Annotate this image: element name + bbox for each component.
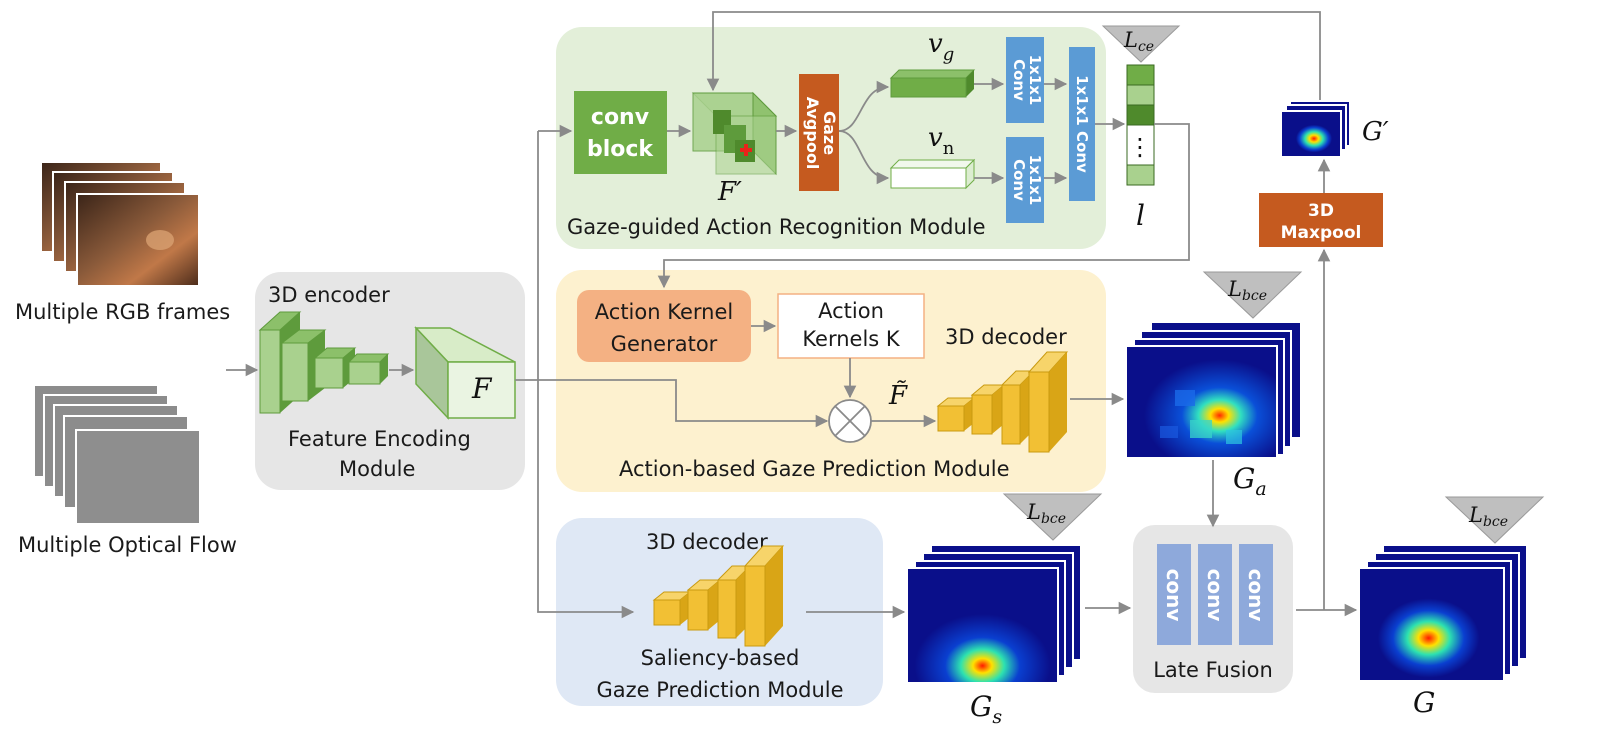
feature-cube <box>414 326 516 420</box>
gaze-avgpool-label-1: Gaze <box>820 111 839 155</box>
ga-heatmap-stack <box>1125 321 1302 459</box>
logit-symbol: l <box>1136 199 1145 232</box>
saliency-decoder-label: 3D decoder <box>646 530 768 554</box>
gs-symbol: Gs <box>970 690 1002 728</box>
conv-1x1x1-lower-label-2: Conv <box>1010 159 1028 201</box>
feature-encoding-panel <box>255 272 525 490</box>
gaze-action-module-label: Gaze-guided Action Recognition Module <box>567 215 986 239</box>
connectors <box>226 11 1358 619</box>
action-gaze-module-label: Action-based Gaze Prediction Module <box>619 457 1010 481</box>
optical-flow-label: Multiple Optical Flow <box>18 533 237 557</box>
loss-bce-symbol-g: Lbce <box>1468 503 1508 530</box>
feature-symbol: F <box>471 372 493 405</box>
saliency-decoder-blocks <box>652 545 785 647</box>
gs-heatmap-stack <box>906 544 1082 684</box>
conv-1x1x1-merge-label: 1x1x1 Conv <box>1073 75 1091 173</box>
action-kernel-generator-label-1: Action Kernel <box>595 300 733 324</box>
fusion-conv-1-label: conv <box>1162 569 1186 622</box>
encoder-label: 3D encoder <box>268 283 390 307</box>
logit-vector <box>1126 64 1155 186</box>
conv-1x1x1-upper <box>1006 37 1044 123</box>
conv-1x1x1-lower <box>1006 137 1044 223</box>
late-fusion-label: Late Fusion <box>1153 658 1273 682</box>
fusion-conv-2-label: conv <box>1203 569 1227 622</box>
vn-symbol: vn <box>928 123 955 159</box>
action-decoder-label: 3D decoder <box>945 325 1067 349</box>
conv-1x1x1-upper-label-2: Conv <box>1010 59 1028 101</box>
vg-symbol: vg <box>928 29 954 65</box>
action-kernels-label-1: Action <box>818 299 884 323</box>
feature-module-label-2: Module <box>339 457 415 481</box>
f-prime-symbol: F′ <box>717 177 742 207</box>
fusion-conv-3 <box>1239 544 1273 645</box>
maxpool-label-1: 3D <box>1308 201 1334 221</box>
fusion-conv-2 <box>1198 544 1232 645</box>
vg-feature-bar <box>889 69 976 98</box>
conv-1x1x1-merge <box>1069 47 1095 201</box>
loss-ce-symbol: Lce <box>1123 28 1154 55</box>
loss-bce-triangle-gs <box>1002 493 1103 541</box>
action-decoder-blocks <box>936 351 1069 453</box>
action-kernel-generator <box>577 290 751 362</box>
f-prime-cube <box>691 91 778 176</box>
ga-symbol: Ga <box>1233 462 1267 500</box>
conv-1x1x1-upper-label-1: 1x1x1 <box>1026 55 1044 106</box>
gaze-avgpool-label-2: Avgpool <box>803 97 822 170</box>
loss-ce-triangle <box>1101 25 1181 63</box>
vn-feature-bar <box>889 158 976 190</box>
gaze-avgpool <box>799 74 839 191</box>
loss-bce-triangle-ga <box>1202 271 1303 319</box>
rgb-frames-label: Multiple RGB frames <box>15 300 230 324</box>
saliency-module-label-1: Saliency-based <box>641 646 800 670</box>
rgb-frames-stack <box>40 161 200 287</box>
saliency-module-label-2: Gaze Prediction Module <box>596 678 843 702</box>
g-symbol: G <box>1413 686 1435 719</box>
fusion-conv-1 <box>1157 544 1191 645</box>
action-kernel-generator-label-2: Generator <box>611 332 718 356</box>
feature-module-label-1: Feature Encoding <box>288 427 471 451</box>
loss-bce-symbol-ga: Lbce <box>1227 277 1267 304</box>
g-heatmap-stack <box>1358 544 1528 682</box>
g-prime-symbol: G′ <box>1362 117 1389 147</box>
conv-1x1x1-lower-label-1: 1x1x1 <box>1026 155 1044 206</box>
loss-bce-symbol-gs: Lbce <box>1026 500 1066 527</box>
conv-block <box>574 91 667 174</box>
logit-dots: ⋮ <box>1128 133 1152 161</box>
conv-block-label-2: block <box>587 137 654 162</box>
f-tilde-symbol: F̃ <box>888 380 908 411</box>
loss-bce-triangle-g <box>1444 496 1545 544</box>
conv-block-label-1: conv <box>591 105 650 130</box>
convolution-operator <box>828 399 872 443</box>
fusion-conv-3-label: conv <box>1244 569 1268 622</box>
maxpool-3d <box>1259 193 1383 247</box>
optical-flow-stack <box>33 384 201 525</box>
g-prime-heatmap-stack <box>1280 100 1351 158</box>
maxpool-label-2: Maxpool <box>1281 223 1362 243</box>
action-kernels-label-2: Kernels K <box>802 327 901 351</box>
action-kernels <box>777 293 925 359</box>
encoder-blocks <box>258 311 390 414</box>
